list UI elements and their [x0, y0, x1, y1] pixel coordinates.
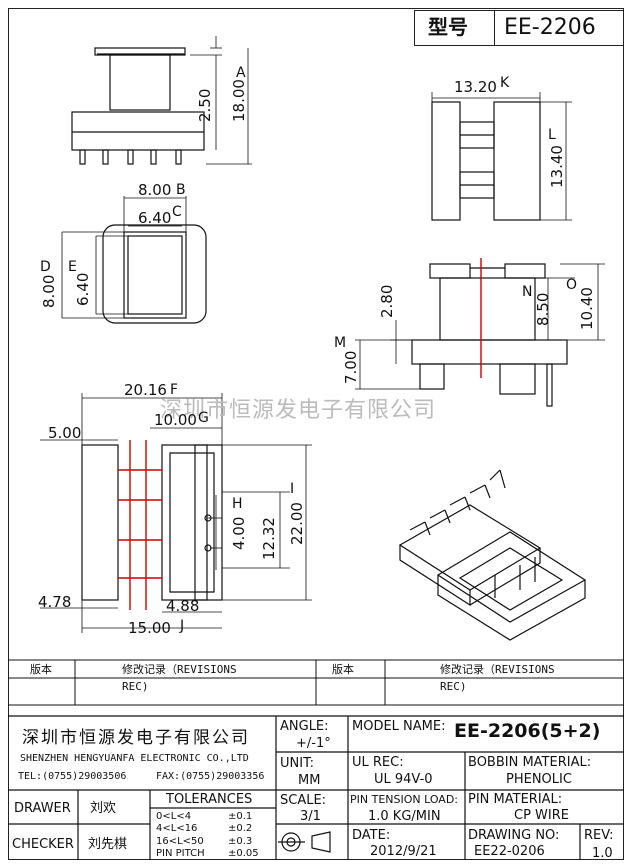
angle-value: +/-1° — [296, 736, 331, 751]
tolerance-range-1: 4<L<16 — [156, 823, 198, 834]
unit-value: MM — [298, 773, 321, 788]
dim-E-tag: E — [68, 259, 77, 275]
rev-record-label-right: 修改记录（REVISIONS — [440, 663, 555, 676]
dim-O-value: 10.40 — [578, 287, 596, 330]
model-header-box — [414, 10, 624, 46]
dim-C-tag: C — [172, 204, 182, 220]
model-value: EE-2206 — [504, 15, 596, 40]
tolerance-range-3: PIN PITCH — [156, 848, 205, 859]
checker-label: CHECKER — [12, 837, 74, 852]
dim-D-value: 8.00 — [40, 274, 58, 308]
rev-record-rec-right: REC) — [440, 680, 467, 693]
dim-bottom-left: 4.78 — [38, 593, 72, 611]
tolerance-value-0: ±0.1 — [228, 811, 253, 822]
tolerance-value-3: ±0.05 — [228, 848, 259, 859]
dim-bottom-mid: 4.88 — [166, 597, 200, 615]
pin-tension-value: 1.0 KG/MIN — [368, 809, 441, 824]
dim-N-value: 8.50 — [534, 292, 552, 326]
rev-version-label-left: 版本 — [30, 663, 52, 676]
drawing-sheet — [8, 8, 624, 860]
dim-G-value: 10.00 — [154, 411, 197, 429]
rev-value: 1.0 — [592, 846, 613, 861]
dim-K-tag: K — [500, 75, 510, 91]
bobbin-label: BOBBIN MATERIAL: — [468, 755, 592, 770]
dim-M-value: 7.00 — [342, 350, 360, 384]
dim-B-value: 8.00 — [138, 181, 172, 199]
tolerance-value-2: ±0.3 — [228, 836, 253, 847]
model-name-value: EE-2206(5+2) — [454, 720, 601, 742]
drawer-value: 刘欢 — [90, 801, 117, 816]
company-name-en: SHENZHEN HENGYUANFA ELECTRONIC CO.,LTD — [20, 753, 249, 764]
dim-A-tag: A — [236, 65, 246, 81]
dim-F-value: 20.16 — [124, 381, 167, 399]
pin-tension-label: PIN TENSION LOAD: — [350, 793, 459, 806]
tolerance-range-2: 16<L<50 — [156, 836, 204, 847]
dim-I-tag: I — [290, 481, 295, 497]
dim-top-small: 2.50 — [196, 88, 214, 122]
tolerance-value-1: ±0.2 — [228, 823, 253, 834]
model-header-divider — [494, 10, 495, 46]
company-tel: TEL:(0755)29003506 — [18, 771, 127, 782]
dim-H-value: 4.00 — [230, 516, 248, 550]
unit-label: UNIT: — [280, 756, 314, 771]
side-view — [355, 258, 605, 407]
scale-value: 3/1 — [300, 809, 321, 824]
dim-L-tag: L — [548, 127, 556, 143]
date-value: 2012/9/21 — [370, 844, 437, 859]
revision-table-lines — [8, 659, 624, 706]
scale-label: SCALE: — [280, 793, 327, 808]
tolerances-label: TOLERANCES — [166, 792, 253, 807]
isometric-view — [398, 469, 587, 641]
rev-label: REV: — [584, 828, 614, 843]
bottom-view — [40, 393, 312, 633]
model-name-label: MODEL NAME: — [352, 719, 446, 734]
dim-left-small: 5.00 — [48, 424, 82, 442]
dim-mid-value: 12.32 — [260, 517, 278, 560]
drawing-no-value: EE22-0206 — [474, 844, 545, 859]
pin-material-label: PIN MATERIAL: — [468, 792, 563, 807]
dim-F-tag: F — [170, 382, 179, 398]
dim-H-tag: H — [232, 496, 243, 512]
dim-L-value: 13.40 — [548, 145, 566, 188]
dim-M-tag: M — [334, 335, 347, 351]
rev-version-label-right: 版本 — [332, 663, 354, 676]
dim-I-value: 22.00 — [288, 502, 306, 545]
end-view — [431, 92, 572, 221]
dim-D-tag: D — [40, 259, 51, 275]
rev-record-rec-left: REC) — [122, 680, 149, 693]
dim-side-small: 2.80 — [378, 284, 396, 318]
checker-value: 刘先棋 — [88, 837, 128, 852]
top-view — [61, 196, 207, 324]
tolerance-range-0: 0<L<4 — [156, 811, 192, 822]
ul-label: UL REC: — [352, 755, 404, 770]
rev-record-label-left: 修改记录（REVISIONS — [122, 663, 237, 676]
dim-E-value: 6.40 — [74, 272, 92, 306]
watermark: 深圳市恒源发电子有限公司 — [160, 398, 437, 423]
bobbin-value: PHENOLIC — [506, 772, 572, 787]
dim-N-tag: N — [522, 284, 533, 300]
dim-G-tag: G — [198, 410, 209, 426]
dim-J-value: 15.00 — [128, 619, 171, 637]
drawing-no-label: DRAWING NO: — [468, 828, 560, 843]
date-label: DATE: — [352, 828, 391, 843]
dim-B-tag: B — [176, 182, 186, 198]
front-view — [71, 36, 252, 165]
dim-J-tag: J — [180, 618, 185, 634]
drawer-label: DRAWER — [14, 801, 71, 816]
pin-material-value: CP WIRE — [514, 808, 569, 823]
company-name-cn: 深圳市恒源发电子有限公司 — [22, 728, 250, 748]
angle-label: ANGLE: — [280, 719, 329, 734]
dim-A-value: 18.00 — [230, 79, 248, 122]
ul-value: UL 94V-0 — [374, 772, 433, 787]
title-block-lines — [8, 715, 624, 860]
dim-O-tag: O — [566, 277, 578, 293]
model-label: 型号 — [428, 15, 468, 39]
company-fax: FAX:(0755)29003356 — [156, 771, 265, 782]
dim-C-value: 6.40 — [138, 209, 172, 227]
dim-K-value: 13.20 — [454, 78, 497, 96]
